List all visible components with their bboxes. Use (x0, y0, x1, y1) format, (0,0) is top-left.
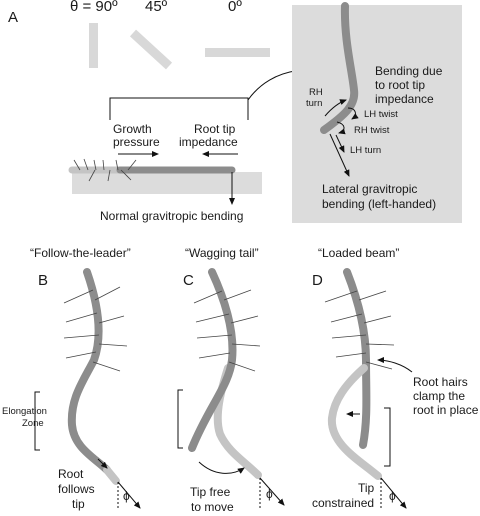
panel-b-tip-direction-arrow (117, 481, 141, 509)
panel-b: “Follow-the-leader” B Elongation Zone ϕ … (2, 246, 141, 511)
agar-surface (72, 172, 262, 194)
bar-90-degrees (89, 23, 98, 68)
panel-c-title: “Wagging tail” (185, 246, 259, 260)
panel-d-label: D (312, 272, 323, 289)
rh-twist-arrow (336, 121, 346, 135)
panel-b-phi: ϕ (123, 489, 130, 503)
panel-c-tip-direction-arrow (259, 477, 285, 506)
panel-c-label: C (183, 272, 194, 289)
panel-d: “Loaded beam” D Root hairs clamp the roo… (312, 246, 479, 510)
panel-b-caption-line2: follows (58, 482, 95, 496)
normal-bending-label: Normal gravitropic bending (100, 209, 243, 223)
panel-d-caption-line1: Tip (358, 481, 375, 495)
panel-b-label: B (38, 272, 48, 289)
panel-b-root (67, 268, 111, 474)
panel-c-caption-line1: Tip free (190, 485, 231, 499)
panel-c-caption-line2: to move (191, 500, 234, 514)
lh-twist-arrow (347, 107, 359, 120)
panel-b-caption-line3: tip (72, 497, 85, 511)
lh-turn-label: LH turn (350, 145, 381, 156)
panel-d-caption-line2: constrained (312, 496, 374, 510)
lateral-line2: bending (left-handed) (322, 197, 436, 211)
panel-a-label: A (8, 9, 18, 26)
theta-0-label: 0º (228, 0, 242, 15)
bar-45-degrees (129, 29, 173, 70)
panel-d-tip-direction-arrow (380, 477, 407, 509)
panel-d-title: “Loaded beam” (318, 246, 399, 260)
rh-turn-line2: turn (306, 98, 322, 109)
force-bracket (109, 97, 249, 120)
panel-b-caption-line1: Root (58, 467, 84, 481)
panel-d-clamp-arrow (377, 357, 413, 373)
panel-b-elongation-line1: Elongation (2, 406, 47, 417)
growth-pressure-line1: Growth (113, 122, 152, 136)
rh-twist-label: RH twist (354, 125, 390, 136)
panel-c-elongation-bracket (177, 389, 183, 449)
panel-c: “Wagging tail” C ϕ Tip free to move (177, 246, 285, 514)
panel-b-elongation-bracket (34, 391, 40, 451)
panel-c-root-hairs (193, 289, 261, 372)
panel-b-root-tip (103, 466, 120, 485)
bending-line3: impedance (375, 92, 434, 106)
root-tip-impedance-line1: Root tip (194, 122, 236, 136)
growth-pressure-line2: pressure (113, 135, 160, 149)
rh-turn-arrow (324, 99, 347, 117)
panel-b-growth-arrow (97, 458, 108, 469)
panel-c-phi: ϕ (266, 487, 273, 501)
lh-turn-arrow (335, 134, 345, 153)
panel-c-root (188, 268, 237, 452)
panel-b-elongation-line2: Zone (22, 418, 44, 429)
lateral-bending-inset (292, 5, 462, 223)
panel-d-phi: ϕ (389, 489, 396, 503)
bending-line1: Bending due (375, 64, 443, 78)
lh-twist-label: LH twist (364, 109, 398, 120)
horizontal-root-hairs (73, 158, 137, 182)
panel-d-root-hairs-line3: root in place (413, 403, 479, 417)
panel-d-elongation-bracket (384, 407, 391, 467)
lateral-line1: Lateral gravitropic (322, 182, 417, 196)
theta-45-label: 45º (145, 0, 168, 15)
panel-d-root-hairs (324, 290, 395, 370)
rh-turn-line1: RH (309, 87, 323, 98)
panel-a: A θ = 90º 45º 0º Growth pressure Root ti… (8, 0, 462, 223)
theta-90-label: θ = 90º (70, 0, 118, 15)
panel-d-root-bent (327, 364, 382, 480)
root-tip-impedance-line2: impedance (179, 135, 238, 149)
panel-d-root (343, 268, 371, 449)
panel-b-title: “Follow-the-leader” (30, 246, 131, 260)
panel-b-root-hairs (63, 286, 128, 372)
panel-d-root-hairs-line1: Root hairs (413, 375, 468, 389)
inset-root (320, 2, 359, 134)
lateral-bend-arrow (329, 133, 350, 177)
bar-0-degrees (205, 48, 270, 57)
bending-line2: to root tip (375, 78, 425, 92)
panel-c-wag-arrow (198, 461, 245, 474)
panel-d-root-hairs-line2: clamp the (413, 389, 465, 403)
